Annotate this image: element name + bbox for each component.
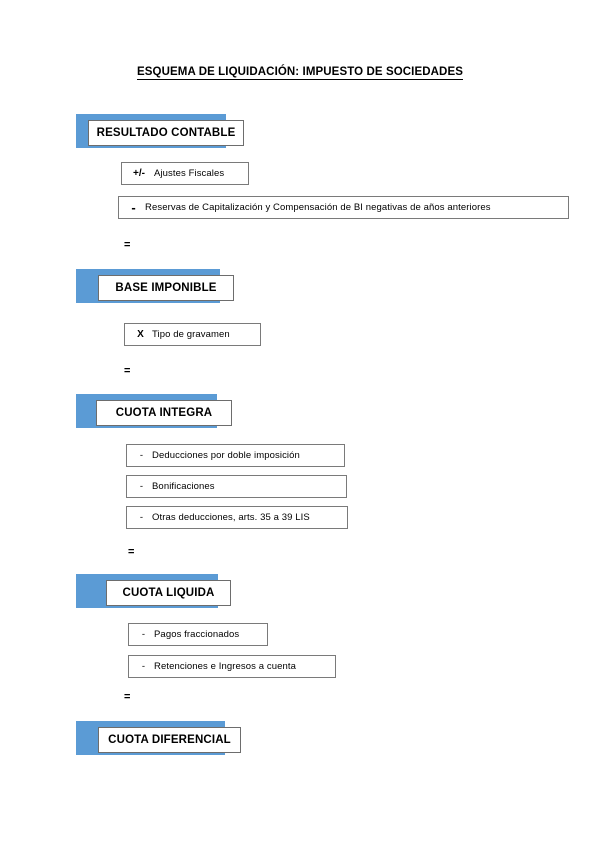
equals-sign-4: = — [124, 691, 131, 703]
operation-row-retenciones-ingresos: - Retenciones e Ingresos a cuenta — [128, 655, 336, 678]
equals-sign-2: = — [124, 365, 131, 377]
stage-cuota-integra: CUOTA INTEGRA — [76, 394, 232, 428]
operation-row-otras-deducciones: - Otras deducciones, arts. 35 a 39 LIS — [126, 506, 348, 529]
stage-label-box: BASE IMPONIBLE — [98, 275, 234, 301]
stage-base-imponible: BASE IMPONIBLE — [76, 269, 234, 303]
stage-label-box: CUOTA DIFERENCIAL — [98, 727, 241, 753]
stage-label-box: RESULTADO CONTABLE — [88, 120, 244, 146]
operator-minus: - — [139, 450, 144, 461]
operator-minus: - — [139, 512, 144, 523]
stage-label-box: CUOTA LIQUIDA — [106, 580, 231, 606]
operation-label: Tipo de gravamen — [152, 329, 230, 340]
stage-label: RESULTADO CONTABLE — [96, 127, 236, 139]
operation-row-ajustes-fiscales: +/- Ajustes Fiscales — [121, 162, 249, 185]
operation-label: Ajustes Fiscales — [154, 168, 225, 179]
stage-label: BASE IMPONIBLE — [115, 282, 217, 294]
stage-label: CUOTA LIQUIDA — [122, 587, 215, 599]
operation-label: Reservas de Capitalización y Compensació… — [145, 202, 491, 213]
operation-row-reservas-capitalizacion: - Reservas de Capitalización y Compensac… — [118, 196, 569, 219]
operator-minus: - — [141, 661, 146, 672]
equals-sign-3: = — [128, 546, 135, 558]
stage-cuota-liquida: CUOTA LIQUIDA — [76, 574, 231, 608]
operation-row-bonificaciones: - Bonificaciones — [126, 475, 347, 498]
operation-row-tipo-gravamen: X Tipo de gravamen — [124, 323, 261, 346]
stage-label: CUOTA INTEGRA — [115, 407, 213, 419]
operator-multiply: X — [137, 329, 144, 340]
operation-label: Retenciones e Ingresos a cuenta — [154, 661, 296, 672]
operator-minus: - — [131, 199, 136, 215]
equals-sign-1: = — [124, 239, 131, 251]
stage-cuota-diferencial: CUOTA DIFERENCIAL — [76, 721, 241, 755]
operator-minus: - — [139, 481, 144, 492]
operation-row-deducciones-doble-imposicion: - Deducciones por doble imposición — [126, 444, 345, 467]
stage-label-box: CUOTA INTEGRA — [96, 400, 232, 426]
operator-plus-minus: +/- — [133, 168, 145, 179]
operation-row-pagos-fraccionados: - Pagos fraccionados — [128, 623, 268, 646]
page-title-text: ESQUEMA DE LIQUIDACIÓN: IMPUESTO DE SOCI… — [137, 66, 463, 80]
stage-label: CUOTA DIFERENCIAL — [108, 734, 231, 746]
operator-minus: - — [141, 629, 146, 640]
page-title: ESQUEMA DE LIQUIDACIÓN: IMPUESTO DE SOCI… — [0, 66, 600, 80]
stage-resultado-contable: RESULTADO CONTABLE — [76, 114, 244, 148]
operation-label: Bonificaciones — [152, 481, 215, 492]
operation-label: Pagos fraccionados — [154, 629, 240, 640]
operation-label: Deducciones por doble imposición — [152, 450, 300, 461]
operation-label: Otras deducciones, arts. 35 a 39 LIS — [152, 512, 310, 523]
